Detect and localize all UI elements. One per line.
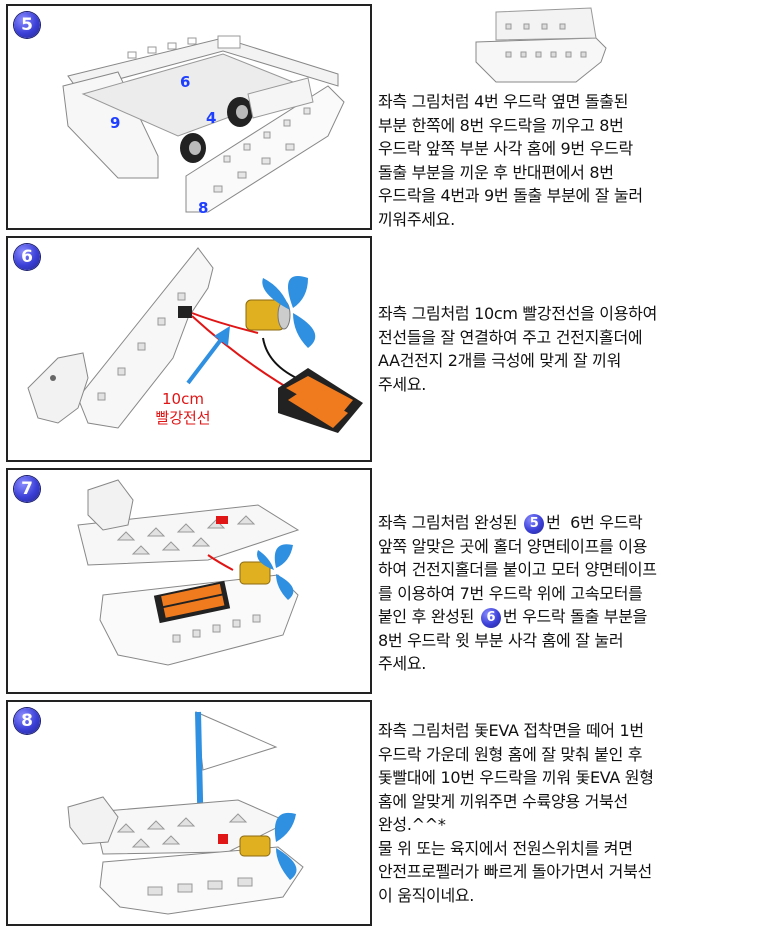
- part-label-6: 6: [180, 73, 191, 91]
- step-5-badge: 5: [14, 12, 40, 38]
- step-8-badge: 8: [14, 708, 40, 734]
- step-6-badge: 6: [14, 244, 40, 270]
- step-6-description: 좌측 그림처럼 10cm 빨강전선을 이용하여 전선들을 잘 연결하여 주고 건…: [378, 304, 657, 394]
- step-8-panel: 8: [6, 700, 372, 926]
- step-5-description: 좌측 그림처럼 4번 우드락 옆면 돌출된 부분 한쪽에 8번 우드락을 끼우고…: [378, 92, 643, 229]
- step-7-illustration: [77, 479, 300, 666]
- step-8-description: 좌측 그림처럼 돛EVA 접착면을 떼어 1번 우드락 가운데 원형 홈에 잘 …: [378, 721, 654, 905]
- step-6-inline-badge: 6: [480, 608, 501, 628]
- step-8-illustration: [67, 711, 304, 915]
- step-7-badge: 7: [14, 476, 40, 502]
- step-5-illustration: [62, 35, 345, 213]
- wire-name-label: 빨강전선: [155, 409, 211, 427]
- step-5-panel: 5 6 9 4 8: [6, 4, 372, 230]
- step-7-text-part-3: 번 우드락 돌출 부분을 8번 우드락 윗 부분 사각 홈에 잘 눌러 주세요.: [378, 607, 648, 673]
- step-7-panel: 7: [6, 468, 372, 694]
- step-7-text-part-1: 좌측 그림처럼 완성된: [378, 513, 523, 532]
- step-6-illustration: [27, 247, 363, 433]
- boat-reference-illustration: [475, 7, 607, 83]
- part-label-9: 9: [110, 114, 121, 132]
- part-label-8: 8: [198, 199, 209, 217]
- step-5-inline-badge: 5: [524, 514, 545, 534]
- step-6-panel: 6 10cm 빨강전선: [6, 236, 372, 462]
- part-label-4: 4: [206, 109, 217, 127]
- wire-length-label: 10cm: [162, 390, 204, 408]
- wire-label: 10cm 빨강전선: [148, 390, 218, 428]
- step-7-text-part-2: 번 6번 우드락 앞쪽 알맞은 곳에 홀더 양면테이프를 이용 하여 건전지홀더…: [378, 513, 657, 626]
